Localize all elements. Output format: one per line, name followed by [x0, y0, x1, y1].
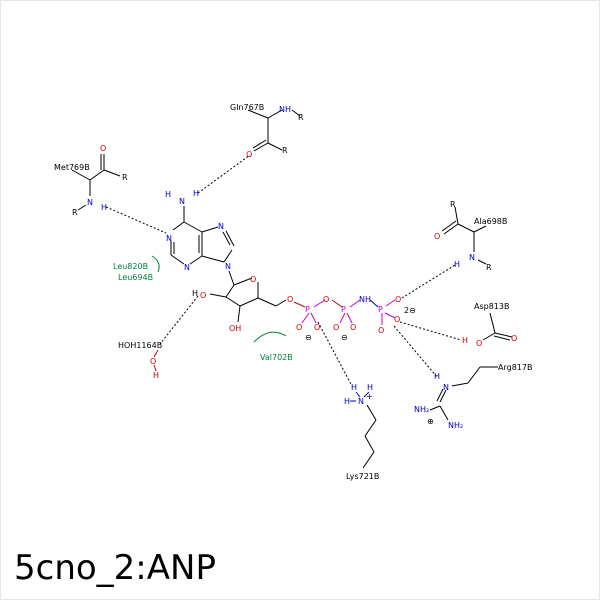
atom-p: P: [378, 305, 383, 314]
atom-h: H: [454, 260, 460, 269]
atom-o: O: [314, 323, 320, 332]
residue-asp813: Asp813B O O H: [462, 302, 517, 348]
atom-r: R: [122, 173, 128, 182]
atom-o: O: [394, 315, 400, 324]
ribose: O O H OH O: [192, 270, 293, 333]
atom-nh: NH: [359, 295, 371, 304]
phosphate-chain: P O P NH P O 2⊖ O O ⊖ O O ⊖ O O: [293, 295, 416, 342]
label-hoh1164: HOH1164B: [118, 341, 162, 350]
hydrophobic-contacts: Leu820B Leu694B Val702B: [113, 255, 293, 362]
label-val702: Val702B: [260, 353, 293, 362]
atom-n: N: [166, 234, 172, 243]
adenine: N H H N N N N: [165, 189, 235, 272]
atom-n: N: [184, 263, 190, 272]
residue-hoh1164: HOH1164B O H: [118, 341, 162, 380]
atom-n: N: [218, 222, 224, 231]
atom-h: H: [344, 397, 350, 406]
atom-o: O: [323, 295, 329, 304]
atom-h: H: [193, 189, 199, 198]
atom-n: N: [179, 197, 185, 206]
atom-p: P: [341, 305, 346, 314]
label-gln767: Gln767B: [230, 103, 264, 112]
atom-nh2: NH₂: [448, 421, 463, 430]
label-asp813: Asp813B: [474, 302, 509, 311]
charge-neg-icon: ⊖: [341, 333, 348, 342]
atom-o: O: [511, 334, 517, 343]
atom-h: H: [351, 383, 357, 392]
label-leu694: Leu694B: [118, 273, 153, 282]
charge-label: 2⊖: [404, 306, 416, 315]
residue-lys721: H H H N + Lys721B: [344, 383, 379, 481]
atom-r: R: [486, 263, 492, 272]
page-title: 5cno_2:ANP: [14, 548, 216, 588]
label-ala698: Ala698B: [474, 217, 507, 226]
charge-neg-icon: ⊖: [305, 333, 312, 342]
atom-o: O: [434, 232, 440, 241]
atom-o: O: [287, 295, 293, 304]
atom-h: H: [367, 383, 373, 392]
atom-r: R: [282, 146, 288, 155]
atom-n: N: [469, 253, 475, 262]
atom-o: O: [200, 291, 206, 300]
atom-o: O: [350, 323, 356, 332]
atom-o: O: [296, 323, 302, 332]
atom-n: N: [225, 262, 231, 271]
atom-r: R: [450, 200, 456, 209]
atom-nh2: NH₂: [414, 405, 429, 414]
atom-n: N: [87, 198, 93, 207]
atom-o: O: [100, 144, 106, 153]
atom-o: O: [395, 295, 401, 304]
hydrogen-bonds: [105, 154, 462, 387]
residue-ala698: R Ala698B O N H R: [434, 200, 507, 272]
atom-r: R: [72, 208, 78, 217]
label-lys721: Lys721B: [346, 472, 379, 481]
atom-oh: OH: [229, 324, 241, 333]
atom-o: O: [378, 326, 384, 335]
atom-r: R: [298, 113, 304, 122]
charge-pos-icon: ⊕: [427, 417, 434, 426]
residue-met769: Met769B O R N H R: [54, 144, 128, 217]
atom-o: O: [476, 339, 482, 348]
atom-o: O: [246, 150, 252, 159]
atom-n: N: [443, 383, 449, 392]
atom-h: H: [165, 190, 171, 199]
residue-arg817: Arg817B N H NH₂ NH₂ ⊕: [414, 363, 532, 430]
atom-h: H: [101, 203, 107, 212]
label-leu820: Leu820B: [113, 262, 148, 271]
label-met769: Met769B: [54, 163, 90, 172]
atom-p: P: [305, 305, 310, 314]
atom-n: NH: [279, 105, 291, 114]
atom-h: H: [153, 371, 159, 380]
atom-h: H: [462, 336, 468, 345]
label-arg817: Arg817B: [498, 363, 532, 372]
atom-n: N: [358, 397, 364, 406]
atom-h: H: [192, 289, 198, 298]
atom-h: H: [434, 372, 440, 381]
atom-o: O: [250, 275, 256, 284]
atom-o: O: [333, 323, 339, 332]
residue-gln767: Gln767B NH R R O: [230, 103, 304, 159]
atom-o: O: [150, 357, 156, 366]
charge-plus: +: [366, 392, 373, 401]
